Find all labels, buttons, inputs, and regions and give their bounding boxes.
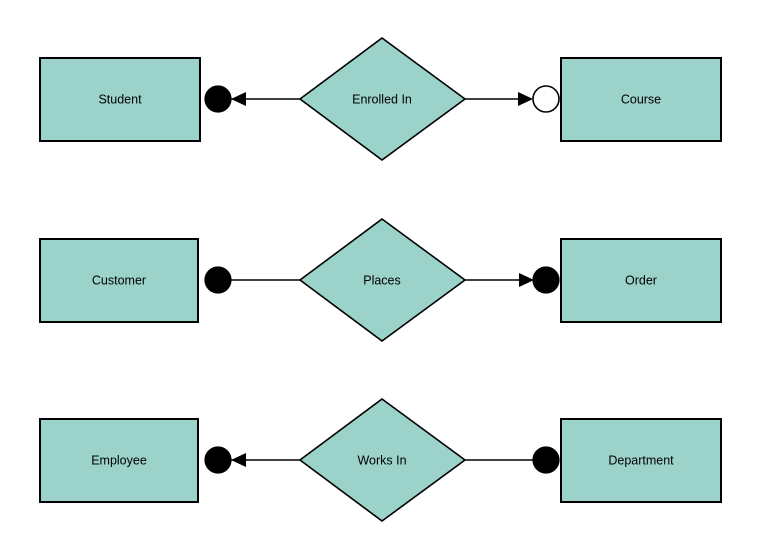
relationship-diamond[interactable] xyxy=(298,218,467,342)
arrow-left-icon xyxy=(231,92,246,106)
entity-box[interactable] xyxy=(39,418,199,503)
arrow-left-icon xyxy=(231,453,246,467)
relationship-row-1: Student Enrolled In Course xyxy=(39,37,722,161)
relationship-enrolled-in[interactable]: Enrolled In xyxy=(298,37,467,161)
participation-marker-filled[interactable] xyxy=(204,446,232,474)
arrow-right-icon xyxy=(518,92,533,106)
participation-marker-hollow[interactable] xyxy=(532,85,560,113)
entity-employee[interactable]: Employee xyxy=(39,418,199,503)
arrow-right-icon xyxy=(519,273,534,287)
relationship-row-2: Customer Places Order xyxy=(39,218,722,342)
entity-box[interactable] xyxy=(560,418,722,503)
relationship-row-3: Employee Works In Department xyxy=(39,398,722,522)
entity-department[interactable]: Department xyxy=(560,418,722,503)
entity-order[interactable]: Order xyxy=(560,238,722,323)
entity-box[interactable] xyxy=(560,57,722,142)
relationship-places[interactable]: Places xyxy=(298,218,467,342)
relationship-diamond[interactable] xyxy=(298,398,467,522)
entity-customer[interactable]: Customer xyxy=(39,238,199,323)
entity-course[interactable]: Course xyxy=(560,57,722,142)
entity-box[interactable] xyxy=(39,238,199,323)
participation-marker-filled[interactable] xyxy=(204,85,232,113)
entity-box[interactable] xyxy=(560,238,722,323)
participation-marker-filled[interactable] xyxy=(204,266,232,294)
participation-marker-filled[interactable] xyxy=(532,266,560,294)
entity-student[interactable]: Student xyxy=(39,57,201,142)
relationship-diamond[interactable] xyxy=(298,37,467,161)
participation-marker-filled[interactable] xyxy=(532,446,560,474)
entity-box[interactable] xyxy=(39,57,201,142)
relationship-works-in[interactable]: Works In xyxy=(298,398,467,522)
